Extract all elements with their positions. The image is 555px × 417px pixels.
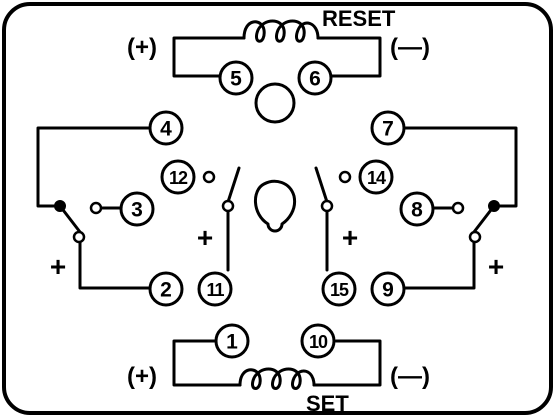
pin-3: 3 [119,191,155,227]
pin-15: 15 [321,271,357,307]
center-right-contact-wiring [314,166,352,272]
set-coil-circuit [172,339,382,390]
svg-text:2: 2 [160,279,172,302]
pin-11: 11 [197,271,233,307]
svg-text:9: 9 [382,279,394,302]
center-left-contact-wiring [202,166,241,272]
center-right-plus-label: + [342,222,358,253]
svg-text:15: 15 [330,280,349,300]
pin-4: 4 [148,110,184,146]
set-label: SET [306,391,349,416]
set-coil-icon [238,367,316,390]
reset-label: RESET [322,6,396,31]
set-negative-label: (—) [390,363,430,390]
pin-7: 7 [370,110,406,146]
svg-text:1: 1 [226,331,238,354]
top-center-hole [254,82,296,124]
pin-1: 1 [214,323,250,359]
left-contact-wiring [36,126,152,290]
svg-text:11: 11 [206,280,224,300]
right-contact-wiring [402,126,518,290]
key-hole-icon [254,179,297,233]
pin-5: 5 [218,60,254,96]
left-plus-label: + [50,251,66,282]
center-left-plus-label: + [197,222,213,253]
svg-text:4: 4 [160,118,172,141]
reset-negative-label: (—) [390,34,430,61]
reset-coil-circuit [172,19,382,78]
svg-text:14: 14 [367,168,386,188]
right-plus-label: + [488,251,504,282]
svg-text:12: 12 [169,168,188,188]
pin-10: 10 [300,323,336,359]
svg-text:6: 6 [309,68,321,91]
reset-positive-label: (+) [127,34,157,61]
svg-text:8: 8 [411,199,423,222]
set-positive-label: (+) [127,363,157,390]
svg-text:5: 5 [230,68,242,91]
pin-12: 12 [160,159,196,195]
pin-9: 9 [370,271,406,307]
svg-text:3: 3 [131,199,143,222]
pin-14: 14 [358,159,394,195]
pin-2: 2 [148,271,184,307]
reset-coil-icon [242,19,320,43]
pin-8: 8 [399,191,435,227]
svg-text:7: 7 [382,118,394,141]
pin-6: 6 [297,60,333,96]
svg-text:10: 10 [309,332,328,352]
